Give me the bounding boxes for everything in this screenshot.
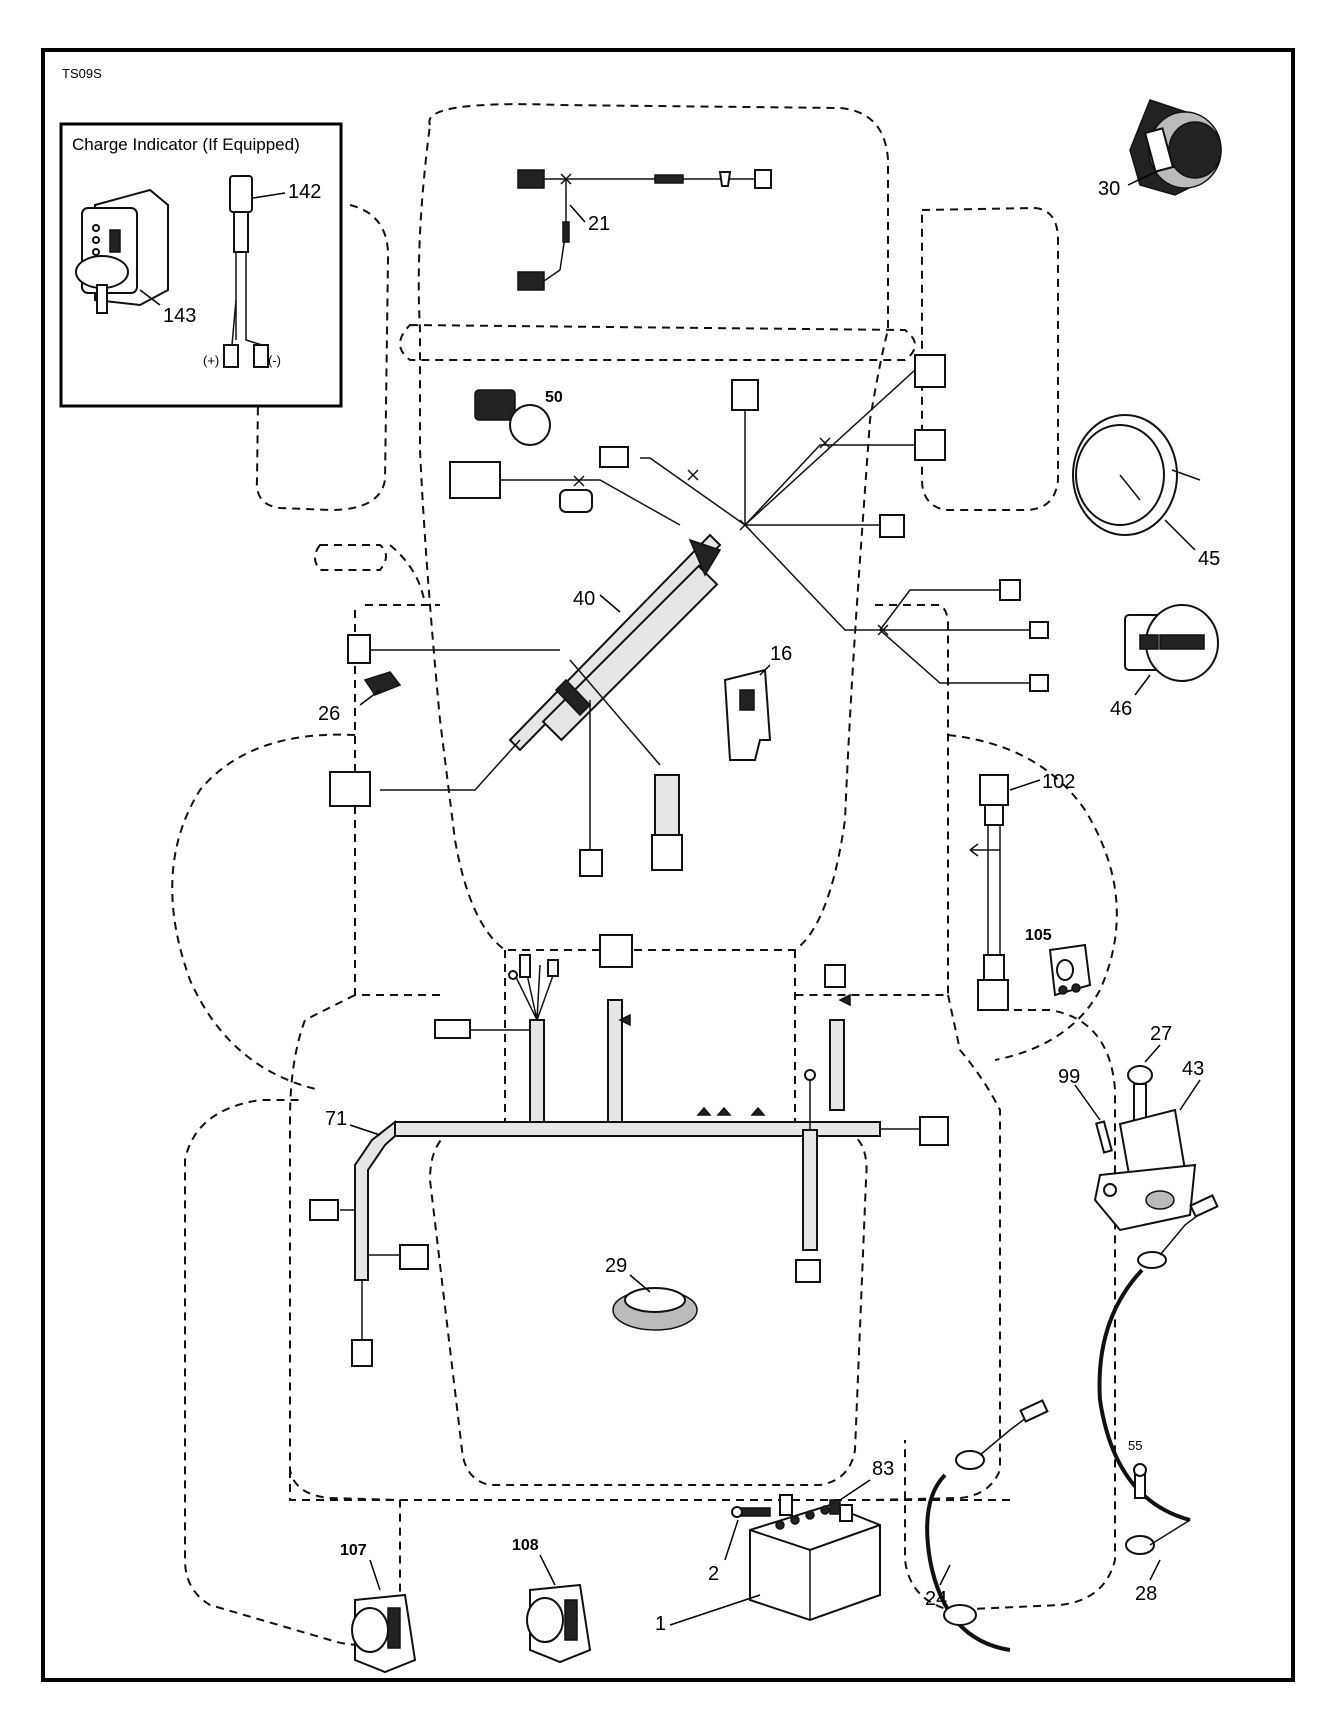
callout-50: 50 (545, 389, 563, 406)
callout-83: 83 (872, 1458, 894, 1480)
callout-55: 55 (1128, 1438, 1142, 1453)
plus-terminal-label: (+) (203, 353, 219, 368)
callout-108: 108 (512, 1537, 539, 1554)
bolt-part-55 (1133, 1463, 1147, 1499)
callout-29: 29 (605, 1255, 627, 1277)
minus-terminal-label: (-) (268, 353, 281, 368)
right-wheel-outline (947, 734, 1118, 1061)
rear-harness-part-71 (309, 934, 949, 1367)
switch-part-50 (474, 389, 551, 446)
relay-part-16 (723, 668, 772, 761)
hood-outline (417, 103, 889, 951)
callout-43: 43 (1182, 1058, 1204, 1080)
bolt-part-2 (731, 1506, 771, 1518)
callout-30: 30 (1098, 178, 1120, 200)
callout-143: 143 (163, 305, 196, 327)
callout-24: 24 (925, 1588, 947, 1610)
callout-2: 2 (708, 1563, 719, 1585)
left-fender-outline (255, 204, 390, 512)
lower-right-body-outline (869, 994, 1001, 1501)
inset-title: Charge Indicator (If Equipped) (72, 135, 300, 154)
dash-bar-outline (399, 323, 916, 361)
callout-142: 142 (288, 181, 321, 203)
fuse-part-26 (363, 671, 402, 696)
switch-part-107 (351, 1593, 417, 1674)
bolt-part-99 (1095, 1120, 1113, 1154)
hour-meter-part-46 (1124, 604, 1219, 682)
key-switch-part-30 (1129, 99, 1222, 196)
callout-27: 27 (1150, 1023, 1172, 1045)
harness-part-21 (517, 169, 772, 291)
battery-part-1 (749, 1494, 881, 1622)
cable-part-24 (925, 1399, 1049, 1652)
cable-part-28 (1097, 1194, 1219, 1555)
callout-26: 26 (318, 703, 340, 725)
callout-102: 102 (1042, 771, 1075, 793)
callout-105: 105 (1025, 927, 1052, 944)
diagram-code: TS09S (62, 66, 102, 81)
center-frame-outline (504, 950, 796, 1130)
right-fender-outline (921, 206, 1059, 511)
harness-part-102 (969, 774, 1009, 1011)
callout-46: 46 (1110, 698, 1132, 720)
charge-indicator-part-143 (75, 188, 169, 314)
callout-45: 45 (1198, 548, 1220, 570)
callout-40: 40 (573, 588, 595, 610)
callout-16: 16 (770, 643, 792, 665)
callout-21: 21 (588, 213, 610, 235)
callout-1: 1 (655, 1613, 666, 1635)
callout-99: 99 (1058, 1066, 1080, 1088)
switch-part-108 (526, 1583, 592, 1664)
slot-connector-outline (389, 544, 426, 606)
gauge-part-45 (1072, 414, 1201, 536)
callout-107: 107 (340, 1542, 367, 1559)
nut-part-83 (829, 1499, 841, 1515)
main-harness-part-40 (329, 354, 1049, 877)
rear-line-outline (289, 1470, 1010, 1501)
charge-indicator-harness-142: (+) (-) (203, 175, 281, 368)
grommet-part-29 (612, 1287, 698, 1331)
diagram-frame (41, 48, 1295, 1682)
seat-deck-outline (428, 1129, 868, 1486)
right-rear-outline (904, 1009, 1116, 1612)
charge-indicator-inset: Charge Indicator (If Equipped) (+) (-) 1… (59, 122, 343, 408)
right-frame-outline (790, 604, 949, 996)
callout-71: 71 (325, 1108, 347, 1130)
left-wheel-outline (171, 733, 356, 1091)
callout-28: 28 (1135, 1583, 1157, 1605)
switch-part-105 (1048, 943, 1092, 997)
lower-left-outline (184, 994, 401, 1646)
slot-outline (314, 544, 387, 571)
solenoid-part-43 (1093, 1065, 1197, 1232)
